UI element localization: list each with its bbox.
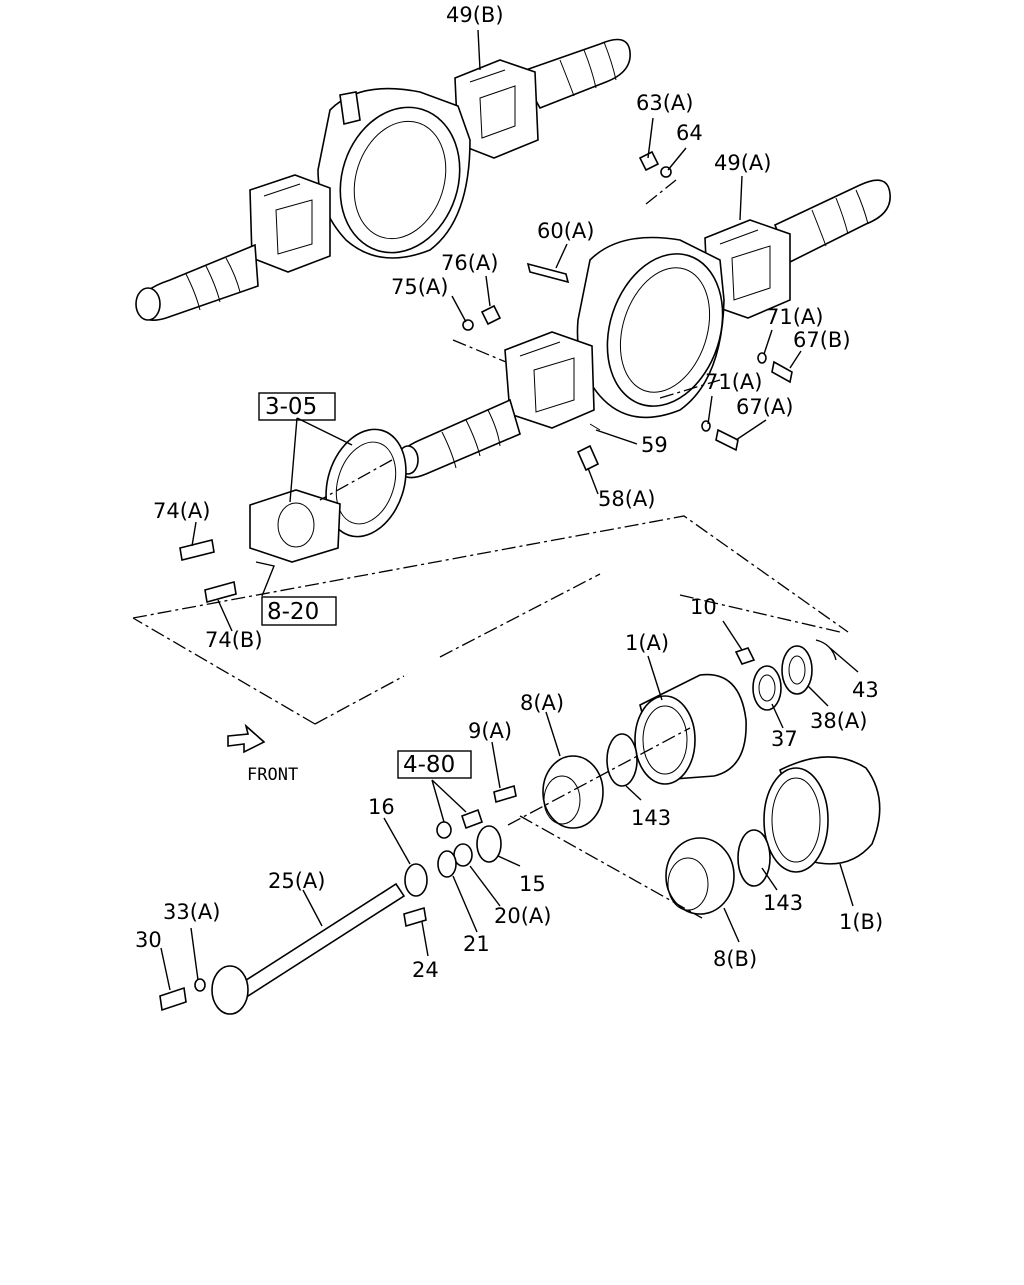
ref-box-4-80-frame — [397, 750, 472, 779]
callout-1b: 1(B) — [839, 910, 883, 934]
reference-boxes: 3-05 8-20 4-80 — [258, 392, 472, 779]
hardware-upper — [462, 150, 793, 472]
callout-8b: 8(B) — [713, 947, 757, 971]
callout-143-upper: 143 — [631, 806, 671, 830]
callout-67b: 67(B) — [793, 328, 851, 352]
front-label: FRONT — [247, 765, 298, 785]
callout-25a: 25(A) — [268, 869, 325, 893]
callout-49a: 49(A) — [714, 151, 771, 175]
callout-74b: 74(B) — [205, 628, 263, 652]
callout-30: 30 — [135, 928, 162, 952]
ref-box-8-20: 8-20 — [267, 599, 319, 625]
front-arrow-icon — [227, 723, 266, 754]
callout-75a: 75(A) — [391, 275, 448, 299]
callout-37: 37 — [771, 727, 798, 751]
callout-60a: 60(A) — [537, 219, 594, 243]
hub-components — [159, 639, 881, 1015]
callout-76a: 76(A) — [441, 251, 498, 275]
callout-67a: 67(A) — [736, 395, 793, 419]
callout-43: 43 — [852, 678, 879, 702]
callout-labels: 49(B) 63(A) 64 49(A) 60(A) 76(A) 75(A) 7… — [135, 3, 883, 982]
brake-backing-plate — [179, 428, 407, 604]
callout-71a-lower: 71(A) — [705, 370, 762, 394]
callout-49b: 49(B) — [446, 3, 504, 27]
assembly-chain-lines — [132, 179, 849, 919]
axle-housing-49b — [135, 38, 631, 321]
callout-10: 10 — [690, 595, 717, 619]
callout-9a: 9(A) — [468, 719, 512, 743]
callout-20a: 20(A) — [494, 904, 551, 928]
callout-74a: 74(A) — [153, 499, 210, 523]
callout-64: 64 — [676, 121, 703, 145]
callout-8a: 8(A) — [520, 691, 564, 715]
callout-71a-upper: 71(A) — [766, 305, 823, 329]
callout-58a: 58(A) — [598, 487, 655, 511]
ref-box-3-05-frame — [258, 392, 336, 421]
ref-box-8-20-frame — [261, 596, 337, 626]
callout-33a: 33(A) — [163, 900, 220, 924]
callout-143-lower: 143 — [763, 891, 803, 915]
callout-38a: 38(A) — [810, 709, 867, 733]
callout-16: 16 — [368, 795, 395, 819]
callout-15: 15 — [519, 872, 546, 896]
leader-lines — [160, 29, 859, 991]
callout-21: 21 — [463, 932, 490, 956]
ref-box-4-80: 4-80 — [403, 752, 455, 778]
callout-63a: 63(A) — [636, 91, 693, 115]
callout-24: 24 — [412, 958, 439, 982]
callout-1a: 1(A) — [625, 631, 669, 655]
callout-59: 59 — [641, 433, 668, 457]
ref-box-3-05: 3-05 — [265, 394, 317, 420]
axle-housing-49a — [397, 179, 891, 479]
